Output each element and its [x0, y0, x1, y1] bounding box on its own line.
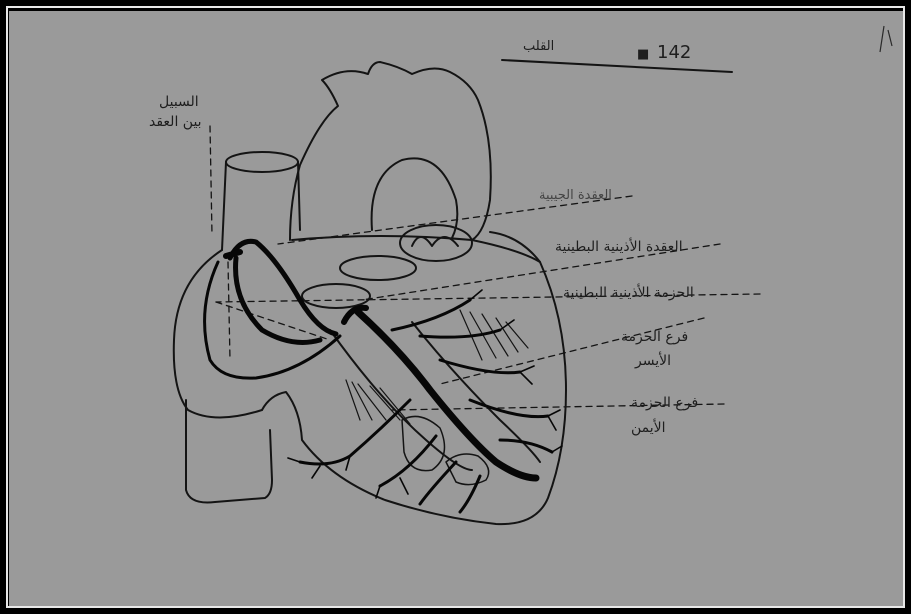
corner-mark	[9, 11, 905, 607]
scanned-page: 142 ■ القلب السبيل بين العقد العقدة الجي…	[9, 11, 905, 607]
